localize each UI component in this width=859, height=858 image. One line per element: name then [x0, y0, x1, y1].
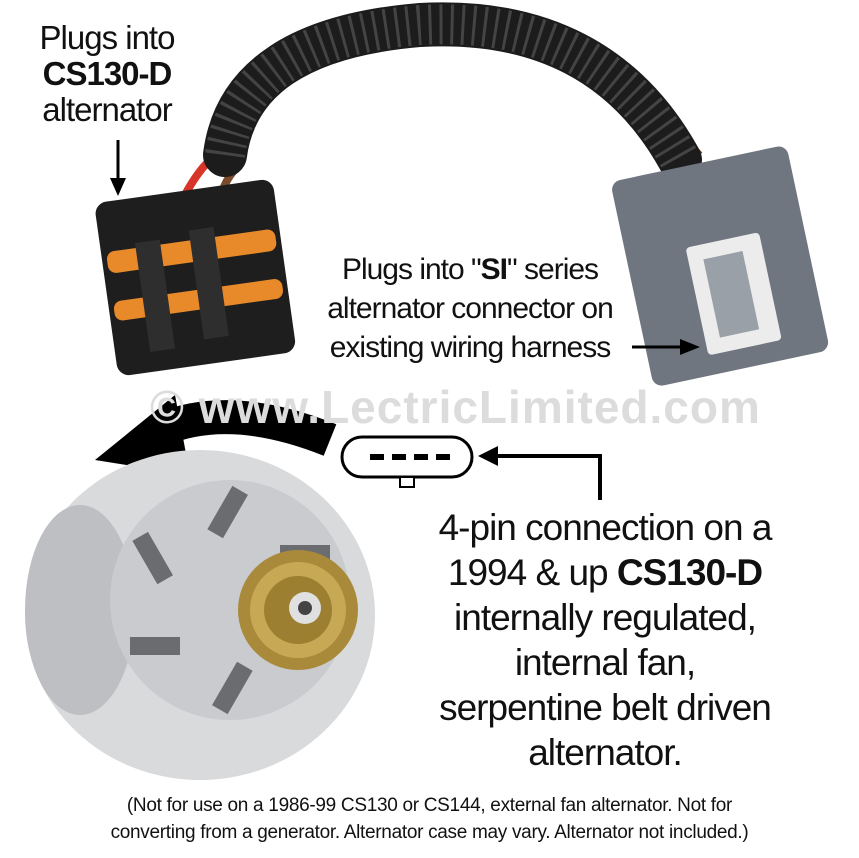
cs130d-label: Plugs into CS130-D alternator [22, 20, 192, 128]
label-line: serpentine belt driven [439, 687, 772, 728]
label-line: alternator connector on [327, 292, 614, 325]
label-line: alternator. [528, 732, 683, 773]
label-line: Plugs into "SI" series [300, 250, 640, 289]
label-bold: CS130-D [616, 552, 763, 593]
label-text: " series [507, 253, 599, 286]
alternator-image [25, 450, 375, 780]
label-text: Plugs into " [341, 253, 482, 286]
four-pin-connector-icon [340, 435, 474, 488]
label-line: Plugs into [39, 19, 176, 56]
label-line: existing wiring harness [329, 331, 611, 364]
watermark: © www.LectricLimited.com [150, 381, 761, 433]
label-line: CS130-D [42, 55, 173, 92]
label-line: internally regulated, [454, 597, 757, 638]
cs130d-description: 4-pin connection on a 1994 & up CS130-D … [415, 505, 795, 775]
si-connector [612, 146, 829, 386]
label-line: 1994 & up CS130-D [415, 550, 795, 595]
footer-note-line1: (Not for use on a 1986-99 CS130 or CS144… [126, 795, 733, 816]
label-line: 4-pin connection on a [438, 507, 773, 548]
footer-note-line2: converting from a generator. Alternator … [110, 822, 749, 843]
label-line: internal fan, [514, 642, 696, 683]
si-label: Plugs into "SI" series alternator connec… [300, 250, 640, 367]
cs130d-connector [95, 179, 296, 376]
label-line: alternator [42, 91, 172, 128]
label-bold: SI [480, 253, 508, 286]
label-text: 1994 & up [447, 552, 617, 593]
